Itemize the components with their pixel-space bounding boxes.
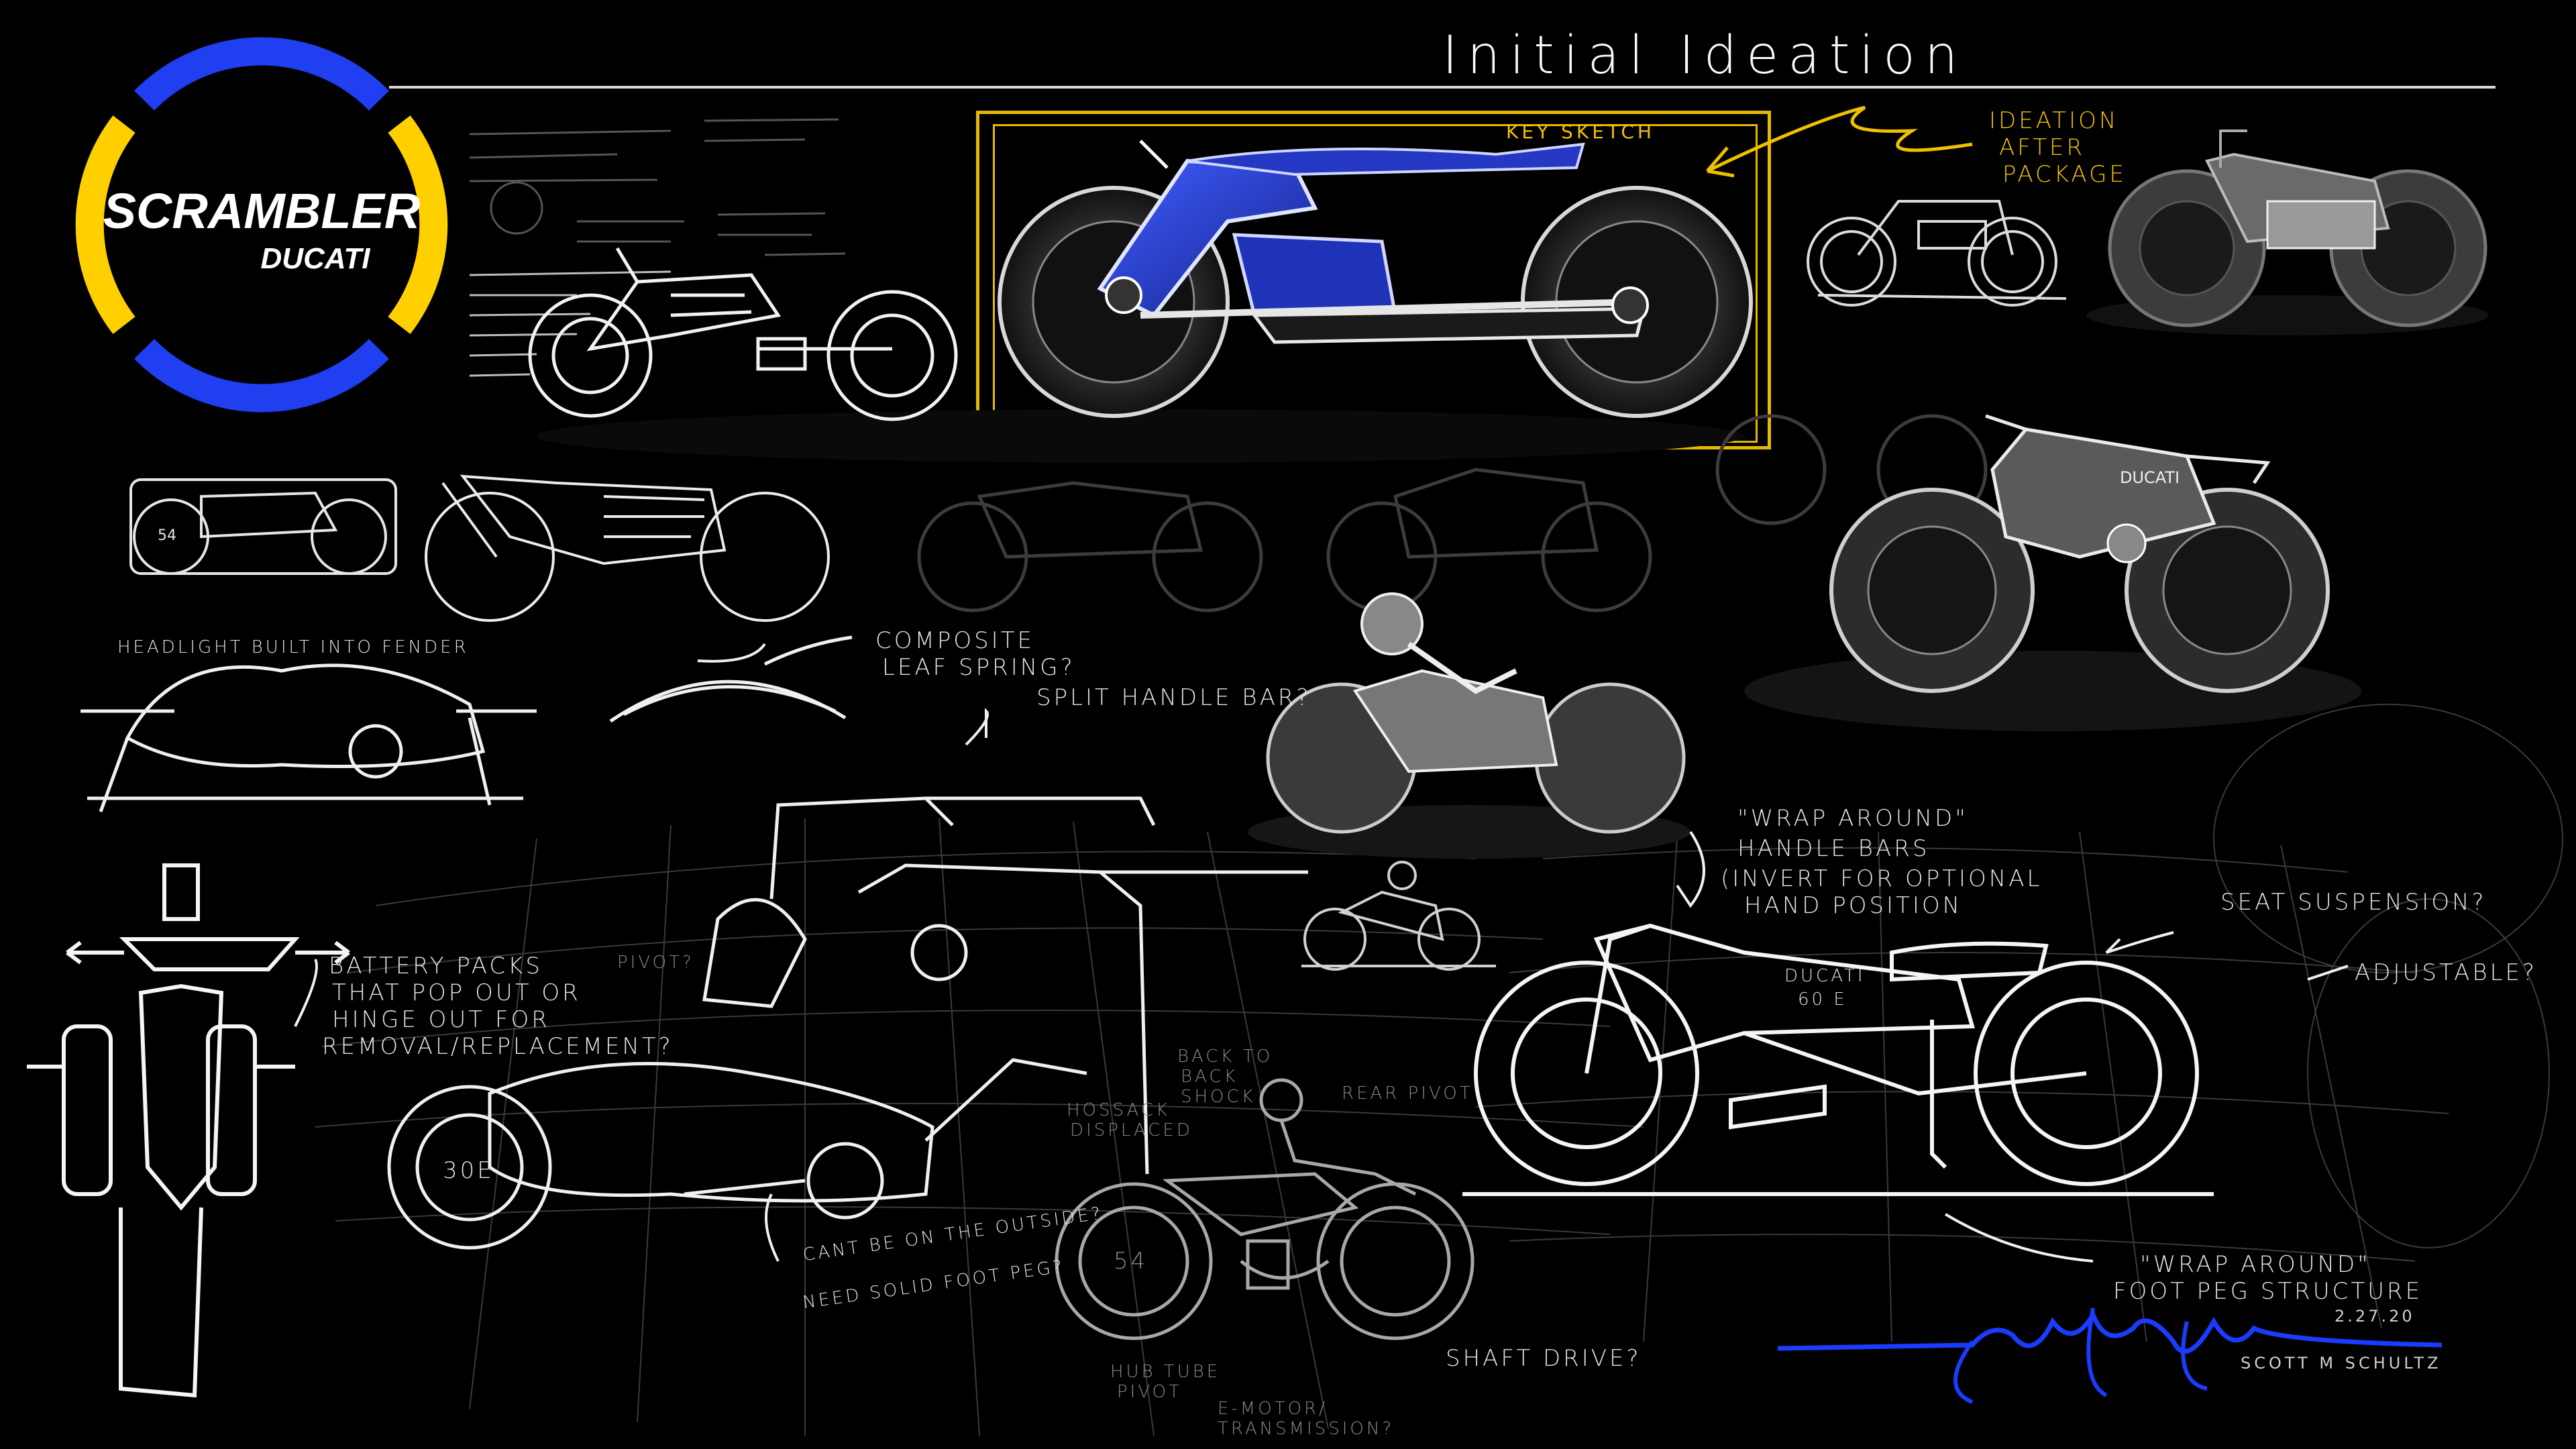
note-hossack-2: DISPLACED — [1070, 1120, 1193, 1140]
note-wrap-handle-2: HANDLE BARS — [1737, 835, 1930, 862]
note-battery-1: BATTERY PACKS — [329, 953, 543, 979]
callout-arrows — [294, 643, 2349, 1263]
note-hub-tube-2: PIVOT — [1117, 1382, 1183, 1402]
sketch-notes-bullets — [469, 270, 672, 377]
note-wrap-handle-3: (INVERT FOR OPTIONAL — [1721, 865, 2043, 892]
sketch-rider-bike-small — [1301, 861, 1496, 971]
badge-ducati-large: DUCATI — [2120, 468, 2180, 487]
sketch-rendered-bike-top-right — [2086, 129, 2489, 335]
sketch-hossack-bike — [1055, 1078, 1474, 1340]
ideation-callout-arrow — [1706, 105, 1973, 178]
note-back-shock-1: BACK TO — [1177, 1046, 1273, 1067]
key-sketch-label: KEY SKETCH — [1506, 121, 1655, 143]
note-e-motor-1: E-MOTOR/ — [1218, 1399, 1328, 1419]
badge-54-small: 54 — [158, 527, 176, 544]
sketch-notes-scribble — [469, 118, 846, 256]
sketch-bike-left-small: 54 — [129, 478, 397, 575]
note-wrap-handle-1: "WRAP AROUND" — [1737, 805, 1968, 832]
note-back-shock-3: SHOCK — [1181, 1087, 1256, 1107]
sketch-small-bike-top-right — [1807, 200, 2067, 307]
callout-after: AFTER — [1999, 134, 2086, 161]
sketch-top-view-bike — [27, 863, 350, 1398]
signature-date: 2.27.20 — [2334, 1307, 2415, 1326]
note-hossack-1: HOSSACK — [1067, 1100, 1171, 1120]
sketch-bike-top-left — [528, 247, 958, 421]
artist-signature: 2.27.20 SCOTT M SCHULTZ — [1777, 1307, 2443, 1404]
page-title: Initial Ideation — [1442, 25, 1968, 86]
note-battery-4: REMOVAL/REPLACEMENT? — [322, 1033, 674, 1060]
logo-ring-blue-bottom — [134, 339, 389, 413]
note-pivot: PIVOT? — [617, 953, 694, 973]
note-adjustable: ADJUSTABLE? — [2355, 959, 2538, 986]
badge-54: 54 — [1114, 1248, 1148, 1275]
logo-wordmark-scrambler: SCRAMBLER — [103, 183, 421, 239]
badge-ducati-60e-1: DUCATI — [1784, 966, 1866, 986]
sketch-bike-left-medium — [425, 474, 830, 622]
note-headlight: HEADLIGHT BUILT INTO FENDER — [117, 637, 469, 657]
note-rear-pivot: REAR PIVOT — [1342, 1083, 1473, 1104]
logo-ring-blue-top — [134, 37, 389, 111]
note-battery-2: THAT POP OUT OR — [332, 979, 581, 1006]
sketch-rider-bike-center — [1248, 592, 1690, 859]
note-wrap-foot-2: FOOT PEG STRUCTURE — [2113, 1278, 2423, 1305]
logo-ring-yellow-left — [75, 115, 136, 334]
perspective-grid — [315, 704, 2563, 1436]
sketch-perspective-bike-battery — [387, 796, 1308, 1250]
note-composite: COMPOSITE — [875, 627, 1034, 654]
note-hub-tube-1: HUB TUBE — [1110, 1362, 1221, 1382]
scrambler-ducati-logo: SCRAMBLER DUCATI — [75, 37, 448, 413]
note-wrap-handle-4: HAND POSITION — [1744, 892, 1963, 919]
note-wrap-foot-1: "WRAP AROUND" — [2140, 1251, 2371, 1278]
note-shaft-drive: SHAFT DRIVE? — [1446, 1345, 1642, 1372]
callout-ideation: IDEATION — [1989, 107, 2119, 134]
logo-ring-yellow-right — [388, 115, 448, 334]
sketch-headlight-fender — [80, 663, 537, 812]
callout-package: PACKAGE — [2002, 161, 2127, 188]
sketch-leaf-spring — [609, 635, 853, 723]
logo-wordmark-ducati: DUCATI — [261, 242, 371, 275]
badge-ducati-60e-2: 60 E — [1798, 989, 1847, 1010]
badge-30e: 30E — [443, 1157, 494, 1184]
signature-name: SCOTT M SCHULTZ — [2241, 1354, 2442, 1373]
note-split-handle: SPLIT HANDLE BAR? — [1036, 684, 1311, 711]
note-seat-suspension: SEAT SUSPENSION? — [2220, 889, 2487, 916]
title-underline — [389, 86, 2496, 89]
note-back-shock-2: BACK — [1181, 1067, 1238, 1087]
note-leaf-spring: LEAF SPRING? — [882, 654, 1075, 681]
key-sketch-bike — [537, 140, 1753, 463]
note-battery-3: HINGE OUT FOR — [332, 1006, 550, 1033]
sketch-large-bike-right: DUCATI — [1744, 414, 2361, 731]
sketch-wrap-around-bike — [1462, 923, 2214, 1196]
note-e-motor-2: TRANSMISSION? — [1218, 1419, 1395, 1439]
